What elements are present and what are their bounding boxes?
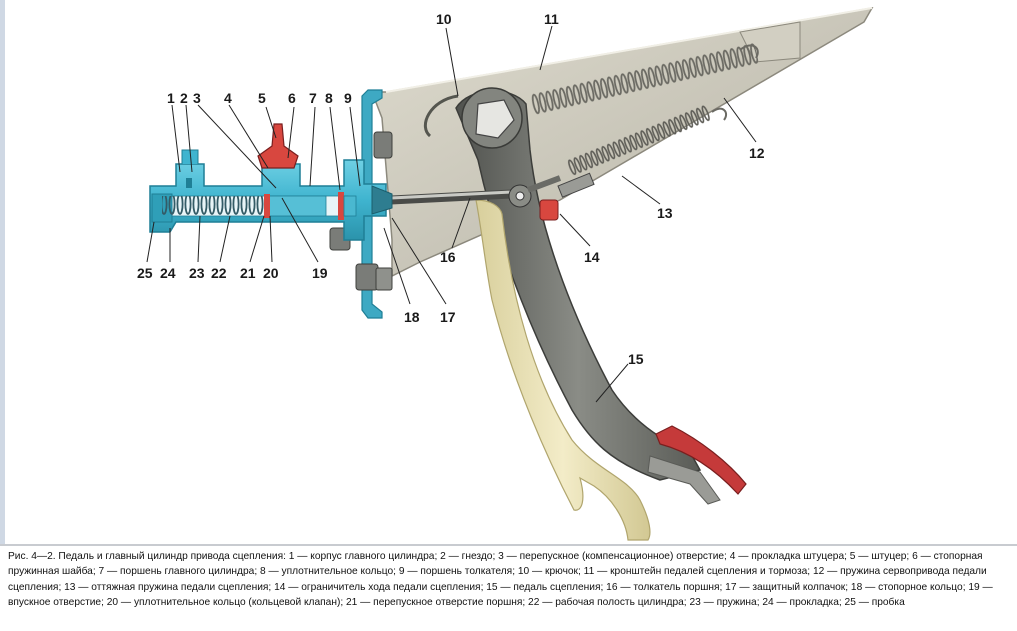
- callout-1: 1: [167, 90, 175, 106]
- callout-15: 15: [628, 351, 644, 367]
- callout-5: 5: [258, 90, 266, 106]
- callout-labels: 1 2 3 4 5 6 7 8 9 10 11 12 13 14 15 16 1…: [137, 11, 765, 367]
- master-cylinder: [149, 149, 393, 241]
- callout-16: 16: [440, 249, 456, 265]
- pedal-pad: [655, 425, 747, 495]
- callout-2: 2: [180, 90, 188, 106]
- clutch-pedal-illustration: 1 2 3 4 5 6 7 8 9 10 11 12 13 14 15 16 1…: [137, 6, 874, 541]
- callout-9: 9: [344, 90, 352, 106]
- return-spring: [566, 103, 712, 177]
- callout-13: 13: [657, 205, 673, 221]
- caption-divider: [0, 544, 1017, 546]
- callout-14: 14: [584, 249, 600, 265]
- callout-24: 24: [160, 265, 176, 281]
- callout-22: 22: [211, 265, 227, 281]
- callout-25: 25: [137, 265, 153, 281]
- callout-leaders: [146, 25, 757, 403]
- callout-11: 11: [544, 11, 559, 27]
- pedal-stop-limiter: [539, 172, 595, 221]
- window-left-edge: [0, 0, 5, 545]
- callout-8: 8: [325, 90, 333, 106]
- servo-spring: [530, 42, 760, 116]
- callout-21: 21: [240, 265, 256, 281]
- callout-6: 6: [288, 90, 296, 106]
- callout-20: 20: [263, 265, 279, 281]
- callout-17: 17: [440, 309, 456, 325]
- spring-hooks: [711, 44, 759, 121]
- callout-10: 10: [436, 11, 452, 27]
- callout-19: 19: [312, 265, 328, 281]
- brake-pedal: [475, 199, 651, 541]
- callout-18: 18: [404, 309, 420, 325]
- callout-3: 3: [193, 90, 201, 106]
- callout-23: 23: [189, 265, 205, 281]
- callout-12: 12: [749, 145, 765, 161]
- figure-caption: Рис. 4—2. Педаль и главный цилиндр приво…: [8, 551, 993, 609]
- pedal-pivot: [423, 87, 523, 149]
- callout-4: 4: [224, 90, 232, 106]
- callout-7: 7: [309, 90, 317, 106]
